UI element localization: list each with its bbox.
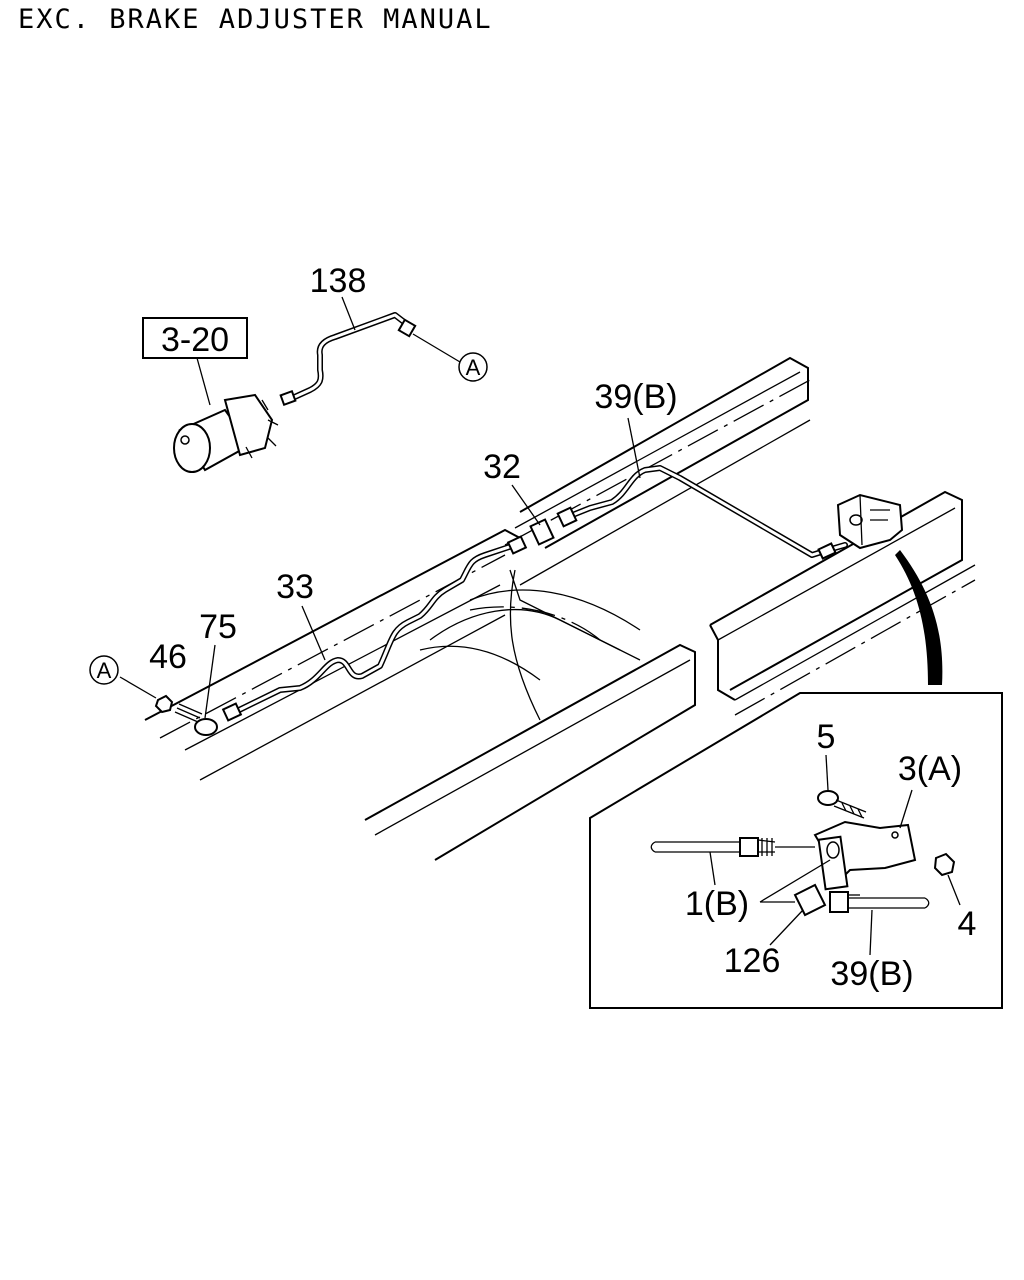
detail-pointer (895, 550, 943, 685)
callout-5: 5 (817, 718, 836, 756)
callout-1b: 1(B) (685, 885, 749, 923)
callout-39b-detail: 39(B) (830, 955, 913, 993)
callout-32: 32 (483, 448, 521, 486)
marker-a-upper: A (466, 355, 481, 380)
frame-bracket (836, 493, 904, 550)
nut-46 (154, 694, 174, 714)
pipe-39b (556, 465, 848, 560)
callout-4: 4 (958, 905, 977, 943)
callout-33: 33 (276, 568, 314, 606)
callout-126: 126 (724, 942, 781, 980)
reference-box-label: 3-20 (161, 321, 229, 359)
callout-75: 75 (199, 608, 237, 646)
callout-46: 46 (149, 638, 187, 676)
union-32 (529, 518, 555, 546)
detail-view (589, 692, 1003, 1009)
brake-chamber: 3-20 (142, 317, 279, 473)
pipe-138 (279, 312, 417, 407)
page-title: EXC. BRAKE ADJUSTER MANUAL (18, 4, 493, 35)
fitting-75 (174, 703, 218, 736)
callout-3a: 3(A) (898, 750, 962, 788)
callout-39b: 39(B) (594, 378, 677, 416)
marker-a-lower: A (97, 658, 112, 683)
callout-138: 138 (310, 262, 367, 300)
pipe-33 (221, 535, 528, 722)
chassis-frame (144, 356, 976, 861)
